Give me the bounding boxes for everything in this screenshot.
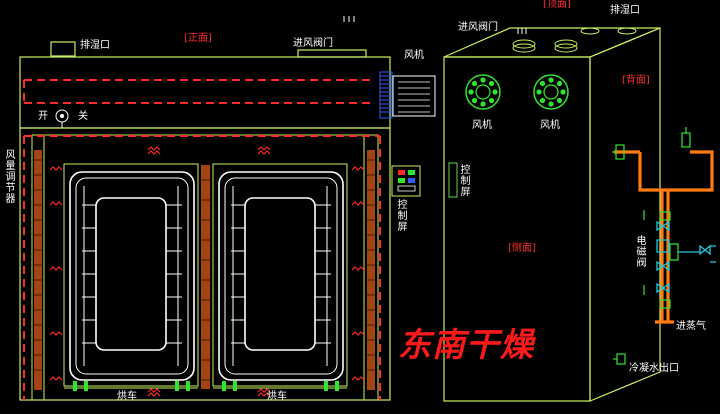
switch-off-label: 关	[78, 111, 88, 122]
fan-motor-label: 风机	[404, 50, 424, 61]
drying-cart-right	[212, 163, 348, 391]
exhaust-port	[50, 41, 76, 57]
side-control-label: 控制屏	[460, 165, 471, 198]
inlet-damper	[297, 49, 367, 58]
air-regulator-label: 风量调节器	[5, 150, 16, 205]
inlet-damper-label: 进风阀门	[293, 38, 333, 49]
front-control-label: 控制屏	[397, 200, 408, 233]
switch-on-label: 开	[38, 111, 48, 122]
front-view-label: [正面]	[184, 33, 212, 44]
left-heater-strip	[34, 150, 42, 390]
front-control-panel[interactable]	[391, 165, 421, 197]
solenoid-valve-label: 电磁阀	[636, 236, 647, 269]
fan-left-icon	[465, 74, 501, 110]
condensate-outlet-icon	[613, 353, 626, 365]
solenoid-valve-icon	[656, 220, 716, 294]
top-inlet-label: 进风阀门	[458, 22, 498, 33]
airflow-path	[23, 79, 372, 104]
top-view-label: [顶面]	[543, 0, 571, 10]
fan-motor	[392, 75, 436, 117]
fan-left-label: 风机	[472, 120, 492, 131]
fan-right-icon	[533, 74, 569, 110]
side-view-label: [侧面]	[508, 243, 536, 254]
top-exhaust-label: 排湿口	[610, 5, 640, 16]
fan-right-label: 风机	[540, 120, 560, 131]
side-box-back	[589, 27, 661, 402]
front-view	[19, 16, 436, 401]
steam-inlet-label: 进蒸气	[676, 321, 706, 332]
power-switch-icon[interactable]	[55, 109, 69, 128]
fan-motor-coupler	[379, 71, 393, 119]
drying-cart-left	[63, 163, 199, 391]
heat-flow-chevrons	[49, 146, 365, 397]
cart-right-label: 烘车	[267, 391, 287, 402]
exhaust-port-label: 排湿口	[80, 40, 110, 51]
back-view-label: [背面]	[622, 75, 650, 86]
brand-logo: 东南干燥	[398, 325, 534, 364]
right-heater-strip	[367, 150, 375, 390]
side-view	[443, 27, 716, 402]
center-heater-strip	[201, 165, 210, 389]
condensate-outlet-label: 冷凝水出口	[629, 363, 679, 374]
steam-pipe	[614, 150, 714, 322]
side-control-screen[interactable]	[448, 162, 458, 198]
cart-left-label: 烘车	[117, 391, 137, 402]
